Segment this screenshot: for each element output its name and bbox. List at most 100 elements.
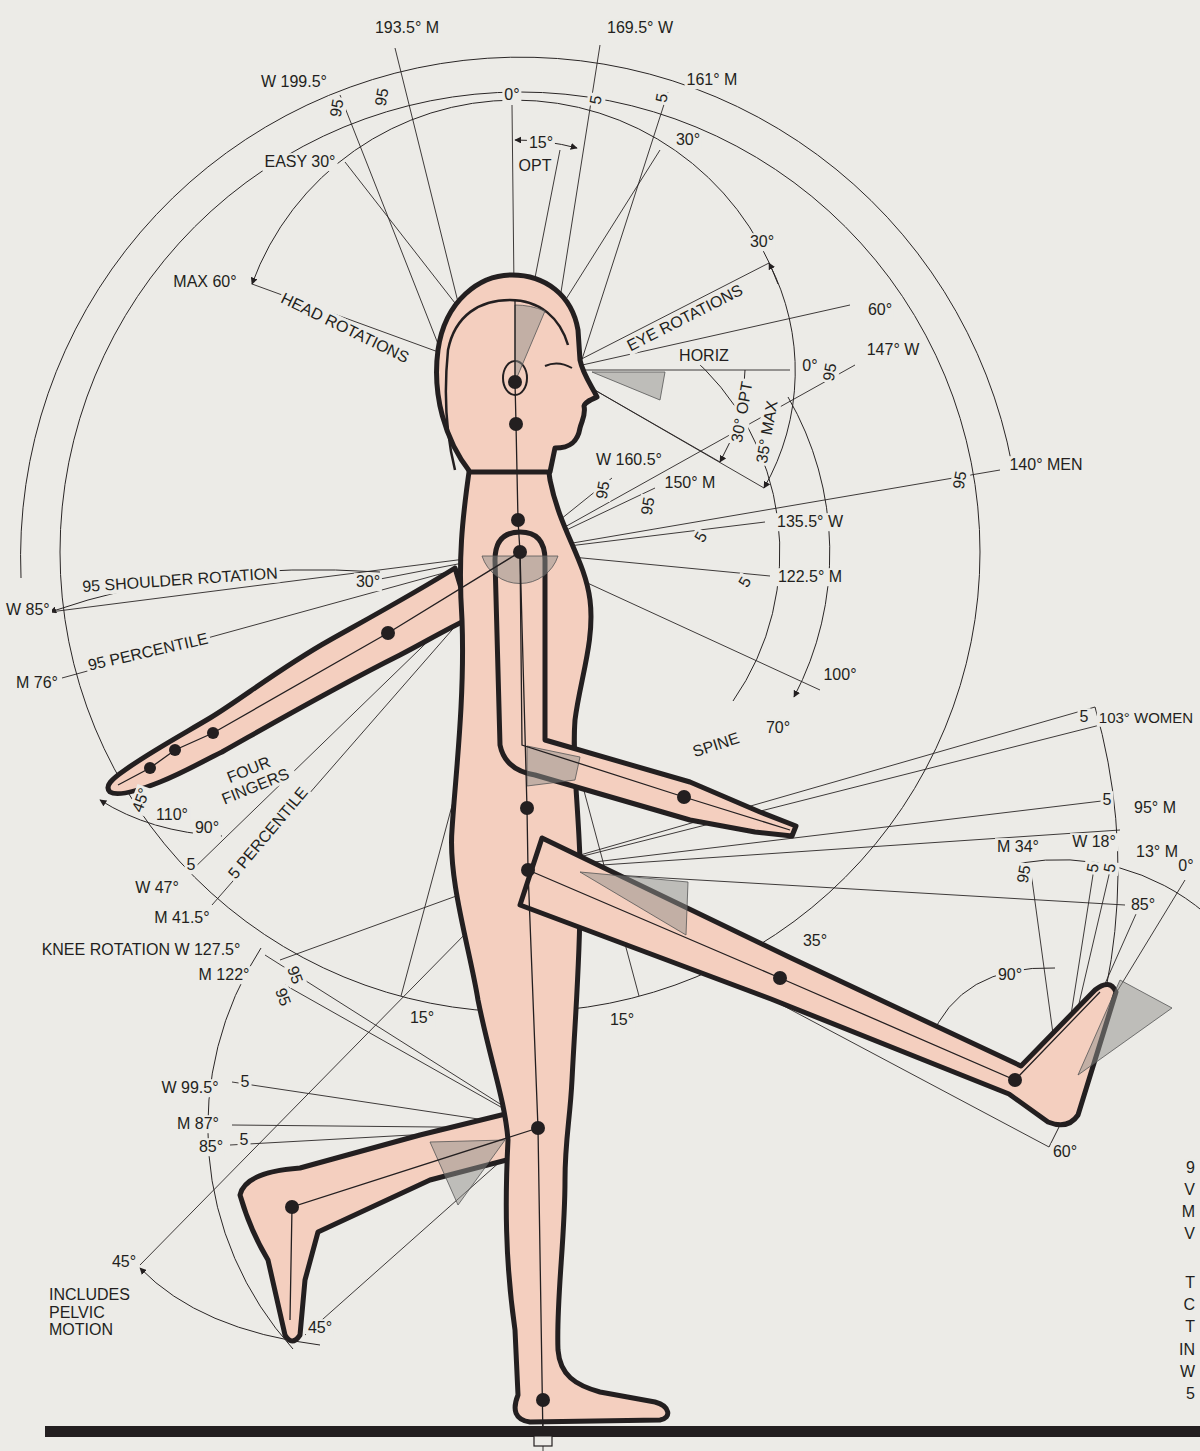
radial-line [50, 45, 1185, 1451]
joint-dot [677, 790, 691, 804]
angle-label: 5 [1100, 860, 1120, 876]
angle-label: W 18° [1070, 833, 1118, 851]
angle-label: HORIZ [677, 347, 731, 365]
angle-label: M 41.5° [152, 909, 211, 927]
angle-label: EASY 30° [262, 153, 337, 171]
angle-label: W 199.5° [259, 73, 329, 91]
back-leg [240, 1108, 545, 1341]
joint-dot [144, 762, 156, 774]
angle-label: C [1181, 1296, 1197, 1314]
angle-label: 140° MEN [1007, 456, 1084, 474]
angle-label: 5 [1078, 708, 1091, 726]
angle-label: 35° MAX [752, 397, 781, 466]
angle-label: 169.5° W [605, 19, 675, 37]
angle-label: W [1178, 1363, 1197, 1381]
angle-label: 60° [866, 301, 894, 319]
angle-label: W 47° [133, 879, 181, 897]
radial-line [560, 263, 850, 488]
angle-label: W 99.5° [159, 1079, 220, 1097]
angle-label: 85° [197, 1138, 225, 1156]
angle-label: 5 [185, 856, 198, 874]
angle-label: 95 [1013, 862, 1034, 887]
angle-label: M 76° [14, 674, 60, 692]
angle-wedge [515, 305, 545, 382]
angle-label: HEAD ROTATIONS [276, 289, 413, 368]
limb-axis [118, 300, 1100, 1440]
angle-label: 0° [800, 357, 819, 375]
joint-dot [536, 1393, 550, 1407]
joint-dot [207, 727, 219, 739]
angle-label: 95 SHOULDER ROTATION [80, 564, 281, 595]
joint-dot [520, 801, 534, 815]
joint-dot [144, 375, 1022, 1407]
angle-label: 90° [193, 819, 221, 837]
figure-detail [446, 300, 572, 470]
human-figure [108, 275, 1116, 1422]
angle-label: 95 [949, 468, 970, 493]
angle-label: 90° [996, 966, 1024, 984]
angle-wedge [430, 1140, 505, 1205]
angle-label: 5 [690, 527, 712, 547]
angle-label: 5 [734, 572, 756, 592]
angle-label: T [1183, 1274, 1197, 1292]
angle-label: 85° [1129, 896, 1157, 914]
angle-label: EYE ROTATIONS [622, 280, 747, 355]
angle-label: 95 [371, 85, 392, 110]
angle-label: M 87° [175, 1115, 221, 1133]
angle-label: 45° [306, 1319, 334, 1337]
joint-dot [773, 971, 787, 985]
range-arc [930, 968, 1055, 1040]
angle-label: 15° [608, 1011, 636, 1029]
angle-label: 5 [586, 92, 606, 108]
angle-label: 147° W [865, 341, 922, 359]
angle-label: 95 [637, 494, 658, 519]
angle-label: 95 [326, 96, 347, 121]
joint-dot [1008, 1073, 1022, 1087]
range-arc [1021, 860, 1200, 913]
angle-label: 100° [821, 666, 858, 684]
angle-label: 15° [408, 1009, 436, 1027]
angle-label: 95 [819, 360, 840, 385]
angle-label: 30° [674, 131, 702, 149]
angle-label: 5 [652, 90, 672, 106]
joint-dot [509, 417, 523, 431]
angle-label: 45° [110, 1253, 138, 1271]
angle-wedge [580, 872, 688, 935]
angle-label: 13° M [1134, 843, 1180, 861]
limb-axis [290, 1128, 538, 1320]
angle-label: 60° [1051, 1143, 1079, 1161]
angle-label: T [1183, 1318, 1197, 1336]
angle-label: 9 [1184, 1159, 1197, 1177]
angle-label: 30° [354, 573, 382, 591]
range-arc [100, 800, 222, 836]
front-leg [520, 838, 1116, 1125]
figure-detail [446, 300, 568, 470]
ground-line [45, 1426, 1200, 1437]
angle-wedge [430, 305, 1172, 1205]
range-arc [788, 397, 830, 697]
joint-dot [285, 1200, 299, 1214]
angle-label: MAX 60° [171, 273, 238, 291]
angle-label: 193.5° M [373, 19, 441, 37]
angle-label: M 122° [197, 966, 252, 984]
angle-label: INCLUDES PELVIC MOTION [47, 1286, 156, 1339]
joint-dot [511, 513, 525, 527]
angle-label: 103° WOMEN [1097, 710, 1195, 727]
angle-label: W 85° [4, 601, 52, 619]
angle-label: 0° [1176, 857, 1195, 875]
joint-dot [508, 375, 522, 389]
angle-wedge [592, 372, 665, 400]
angle-label: M 34° [995, 838, 1041, 856]
angle-label: V [1182, 1181, 1197, 1199]
angle-label: 45° [128, 784, 154, 817]
angle-label: 135.5° W [775, 513, 845, 531]
angle-label: 35° [801, 932, 829, 950]
angle-label: M [1180, 1203, 1197, 1221]
limb-axis [520, 552, 790, 830]
range-arc [252, 100, 778, 284]
angle-label: 5 [1101, 791, 1114, 809]
limb-axis [528, 870, 1100, 1080]
